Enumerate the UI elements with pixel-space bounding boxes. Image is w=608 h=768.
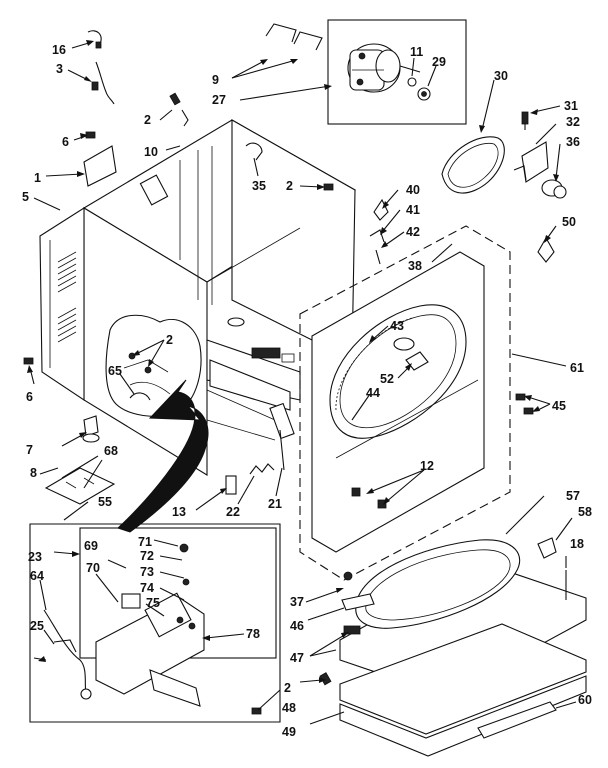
callout-16: 16 [52,43,66,57]
callout-72: 72 [140,549,154,563]
callout-23: 23 [28,550,42,564]
burner-inset [29,523,281,723]
front-panel [299,198,511,581]
callout-71: 71 [138,535,152,549]
motor-inset [265,19,467,125]
callout-60: 60 [578,693,592,707]
callout-13: 13 [172,505,186,519]
callout-47: 47 [290,651,304,665]
callout-43: 43 [390,319,404,333]
callout-58: 58 [578,505,592,519]
right-hardware [513,111,567,263]
callout-2: 2 [144,113,151,127]
callout-9: 9 [212,73,219,87]
callout-38: 38 [408,259,422,273]
callout-40: 40 [406,183,420,197]
callout-69: 69 [84,539,98,553]
callout-46: 46 [290,619,304,633]
callout-65: 65 [108,364,122,378]
callout-68: 68 [104,444,118,458]
callout-29: 29 [432,55,446,69]
exhaust-duct [117,379,209,533]
rear-panel [39,206,85,402]
callout-41: 41 [406,203,420,217]
callout-5: 5 [22,190,29,204]
callout-1: 1 [34,171,41,185]
callout-49: 49 [282,725,296,739]
callout-70: 70 [86,561,100,575]
callout-10: 10 [144,145,158,159]
callout-12: 12 [420,459,434,473]
callout-18: 18 [570,537,584,551]
callout-2: 2 [284,681,291,695]
callout-31: 31 [564,99,578,113]
callout-30: 30 [494,69,508,83]
callout-37: 37 [290,595,304,609]
base-assembly [251,393,587,757]
callout-50: 50 [562,215,576,229]
callout-61: 61 [570,361,584,375]
callout-73: 73 [140,565,154,579]
callout-32: 32 [566,115,580,129]
small-hardware [23,30,334,505]
callout-55: 55 [98,495,112,509]
drive-belt [441,136,505,194]
callout-6: 6 [26,390,33,404]
callout-44: 44 [366,386,380,400]
callout-78: 78 [246,627,260,641]
callout-27: 27 [212,93,226,107]
callout-25: 25 [30,619,44,633]
callout-3: 3 [56,62,63,76]
callout-75: 75 [146,596,160,610]
callout-42: 42 [406,225,420,239]
leader-lines [27,40,577,725]
callout-57: 57 [566,489,580,503]
callout-21: 21 [268,497,282,511]
callout-74: 74 [140,581,154,595]
callout-64: 64 [30,569,44,583]
callout-22: 22 [226,505,240,519]
callout-6: 6 [62,135,69,149]
callout-35: 35 [252,179,266,193]
callout-2: 2 [286,179,293,193]
callout-45: 45 [552,399,566,413]
callout-11: 11 [410,45,423,59]
callout-2: 2 [166,333,173,347]
callout-48: 48 [282,701,296,715]
callout-7: 7 [26,443,33,457]
callout-36: 36 [566,135,580,149]
callout-52: 52 [380,372,394,386]
callout-labels: 16 3 9 27 11 29 30 31 32 36 2 6 10 35 2 … [22,43,592,739]
callout-8: 8 [30,466,37,480]
